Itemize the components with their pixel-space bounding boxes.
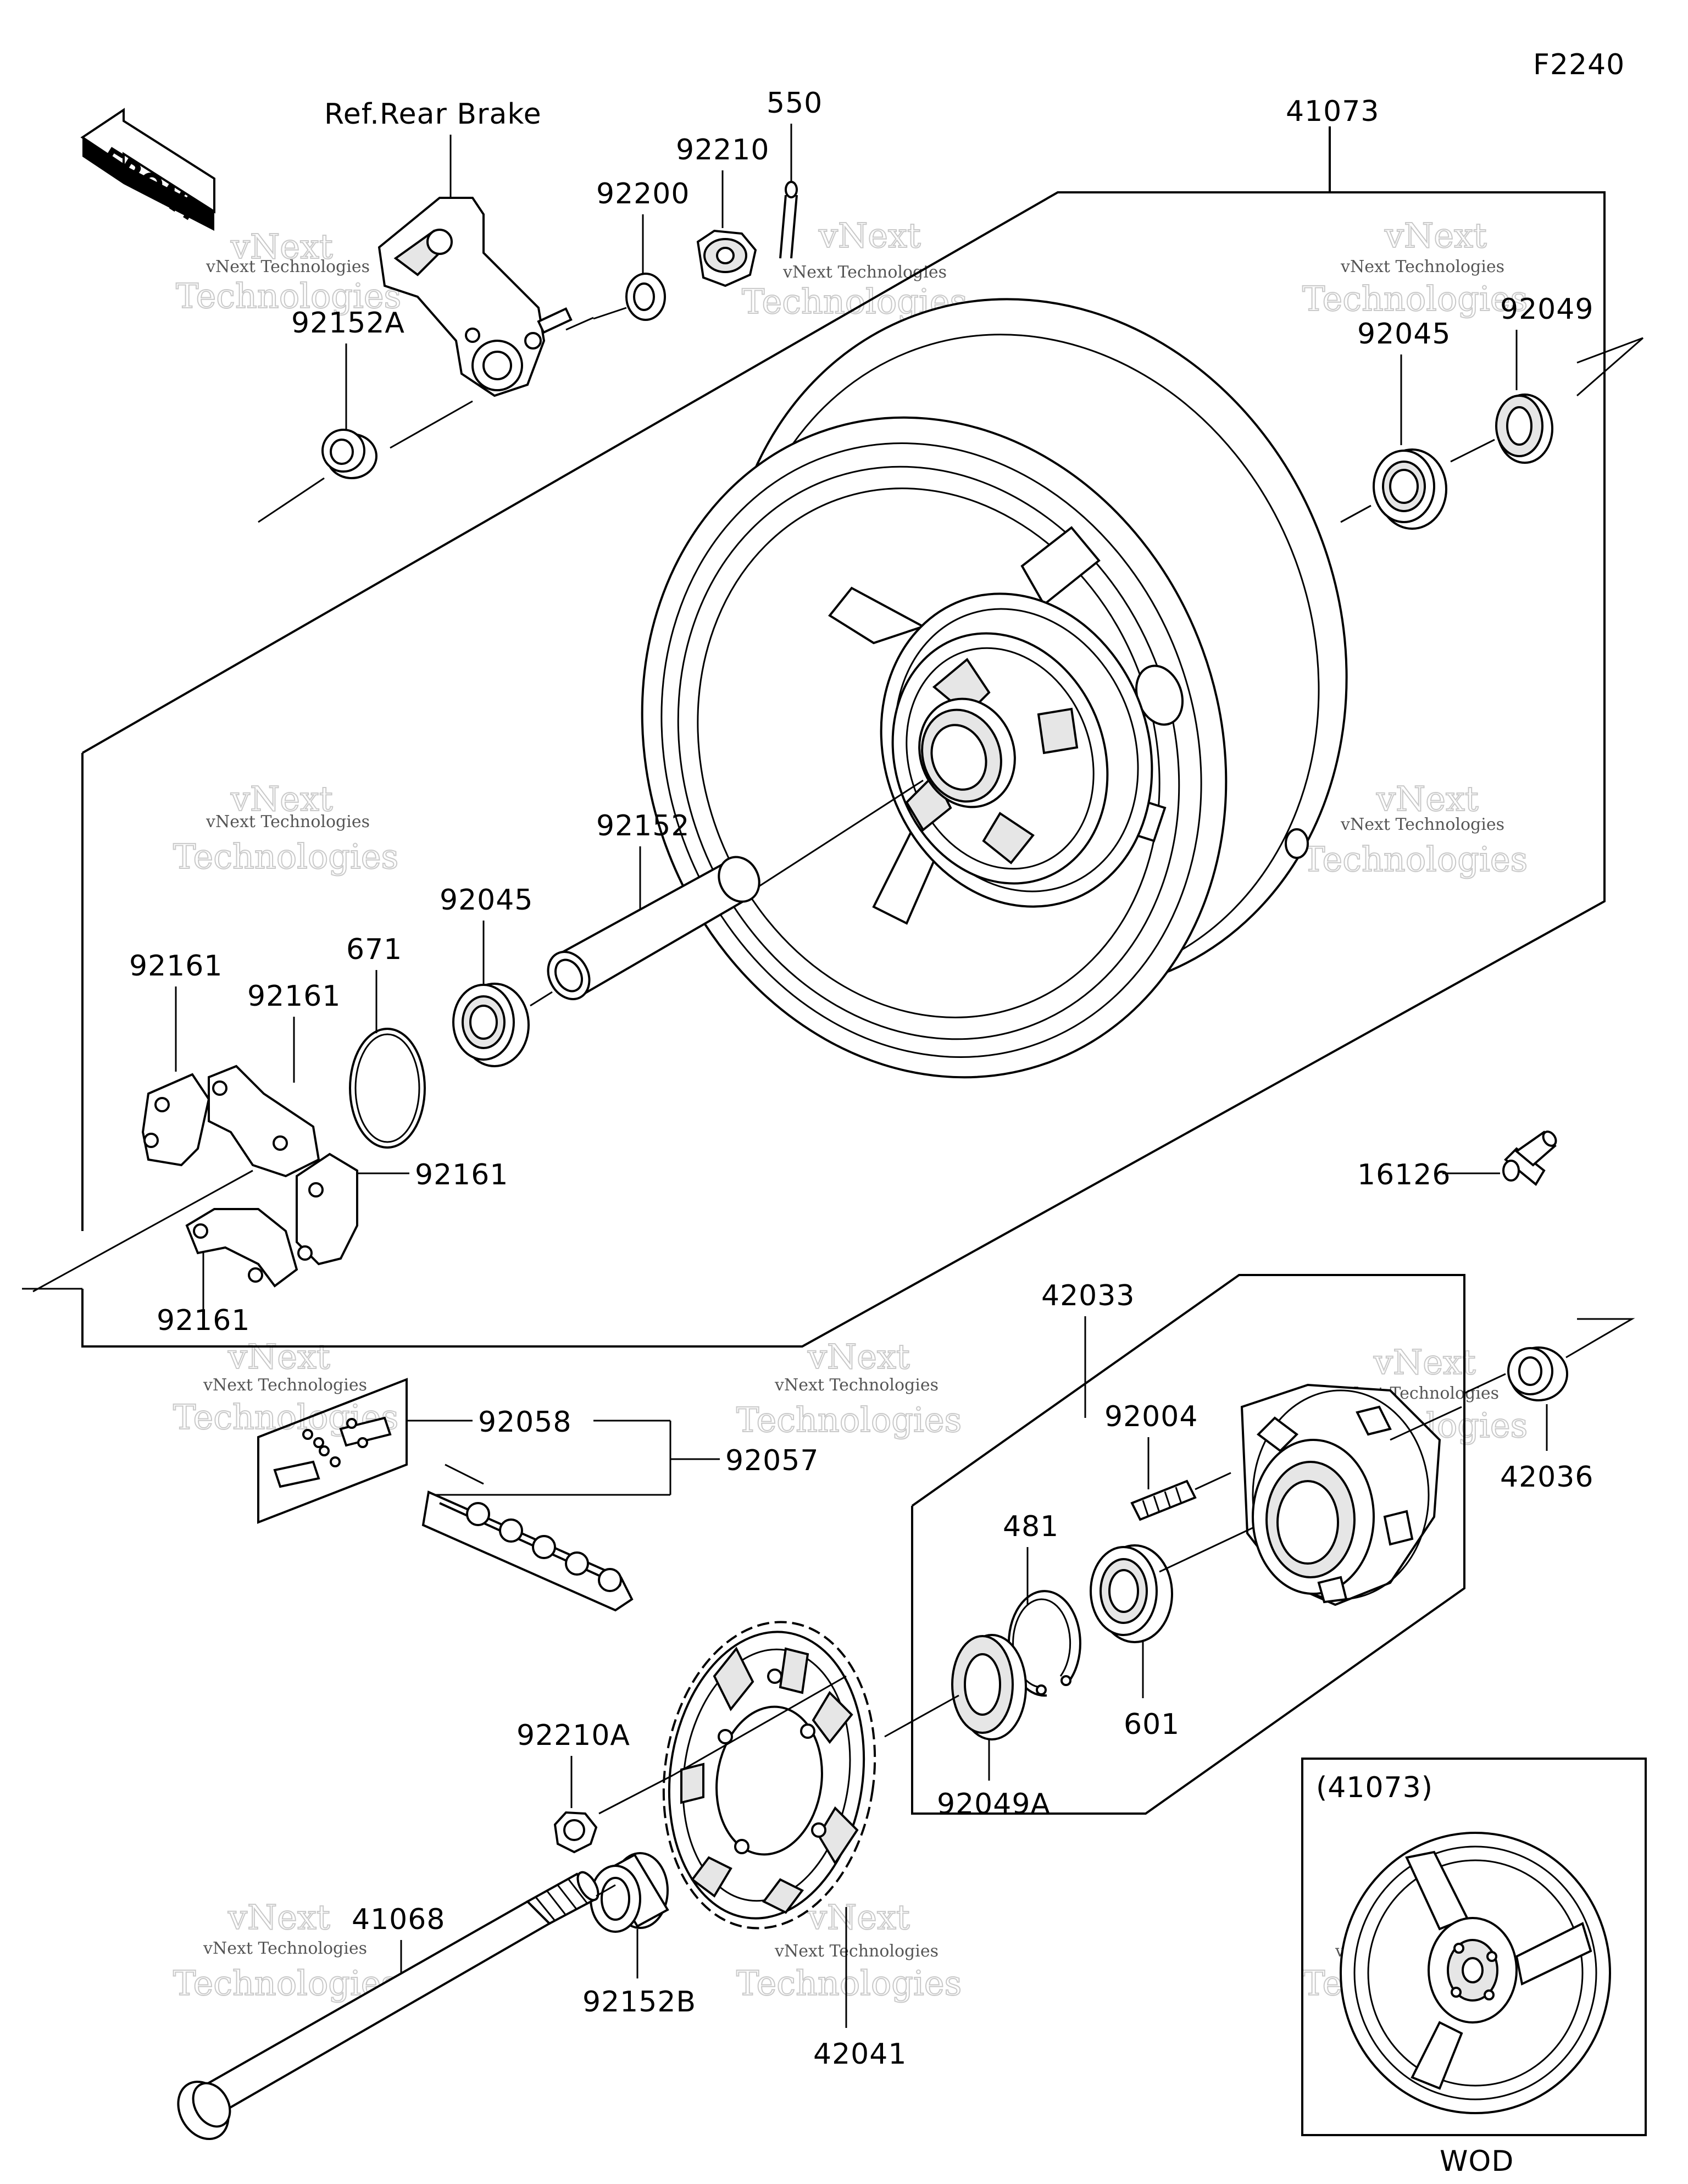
watermark-brand: vNext	[807, 1897, 910, 1937]
watermark-word: Technologies	[1302, 279, 1528, 319]
seal-92049: 92049	[1450, 293, 1643, 464]
label-92161-a: 92161	[129, 950, 223, 983]
watermark-company: vNext Technologies	[203, 1376, 367, 1395]
valve-16126: 16126	[1357, 1130, 1557, 1191]
label-92200: 92200	[596, 178, 690, 210]
watermark-brand: vNext	[230, 779, 333, 819]
label-92049: 92049	[1500, 293, 1593, 326]
watermark-company: vNext Technologies	[203, 1939, 367, 1958]
watermark-company: vNext Technologies	[1340, 257, 1504, 276]
watermark-brand: vNext	[1376, 779, 1479, 819]
watermark-brand: vNext	[1373, 1342, 1476, 1382]
watermark-word: Technologies	[176, 276, 401, 316]
watermark-3: vNext vNext Technologies Technologies	[1302, 215, 1528, 319]
chain-92057: 92057	[421, 1421, 819, 1612]
label-92152a: 92152A	[291, 307, 405, 340]
hub-assembly-frame: 42033	[911, 1274, 1465, 1815]
inset-wod: (41073) WOD	[1301, 1758, 1647, 2178]
label-92049a: 92049A	[937, 1788, 1051, 1821]
watermark-word: Technologies	[173, 836, 398, 877]
inset-title: (41073)	[1316, 1771, 1433, 1804]
bearing-601: 601	[1090, 1527, 1253, 1741]
label-92152: 92152	[596, 810, 690, 842]
ref-rear-brake-label: Ref.Rear Brake	[324, 98, 542, 131]
watermark-word: Technologies	[1302, 839, 1528, 879]
washer-92200: 92200	[593, 178, 690, 321]
watermark-brand: vNext	[818, 215, 921, 256]
watermark-word: Technologies	[736, 1963, 962, 2003]
label-92045-top: 92045	[1357, 318, 1451, 351]
collar-92152a: 92152A	[258, 307, 473, 523]
wheel-assembly-frame	[81, 126, 1606, 1348]
watermark-company: vNext Technologies	[1340, 815, 1504, 834]
seal-92049a: 92049A	[884, 1634, 1051, 1821]
watermark-company: vNext Technologies	[206, 257, 370, 276]
collar-42036: 42036	[1500, 1318, 1635, 1494]
watermark-brand: vNext	[807, 1337, 910, 1377]
label-42033: 42033	[1041, 1279, 1135, 1312]
label-92210: 92210	[676, 134, 769, 167]
watermark-1: vNext vNext Technologies Technologies	[175, 226, 402, 317]
label-92161-b: 92161	[247, 980, 341, 1013]
watermark-company: vNext Technologies	[206, 812, 370, 832]
rear-brake-bracket: Ref.Rear Brake	[324, 98, 594, 397]
label-671: 671	[346, 933, 402, 966]
watermark-8: vNext vNext Technologies Technologies	[736, 1336, 962, 1440]
watermark-6: vNext vNext Technologies Technologies	[1302, 778, 1528, 880]
label-42041: 42041	[813, 2038, 907, 2071]
label-41073: 41073	[1286, 95, 1379, 128]
collar-92152b: 92152B	[582, 1852, 696, 2019]
label-92004: 92004	[1104, 1400, 1198, 1433]
sprocket-42041: 42041	[662, 1621, 907, 2071]
watermark-brand: vNext	[230, 226, 333, 267]
watermark-2: vNext vNext Technologies Technologies	[741, 215, 968, 322]
label-92152b: 92152B	[582, 1986, 696, 2019]
watermark-word: Technologies	[736, 1400, 962, 1440]
watermark-brand: vNext	[227, 1897, 330, 1937]
bearing-92045-mid: 92045	[440, 884, 553, 1067]
label-92210a: 92210A	[517, 1719, 630, 1752]
label-92045-mid: 92045	[440, 884, 533, 917]
rear-wheel	[641, 298, 1348, 1079]
chain-link-92058: 92058	[257, 1378, 670, 1524]
label-41068: 41068	[352, 1903, 445, 1936]
label-601: 601	[1124, 1708, 1180, 1741]
label-92057: 92057	[725, 1444, 819, 1477]
watermark-company: vNext Technologies	[774, 1376, 939, 1395]
watermark-brand: vNext	[1384, 215, 1487, 256]
watermark-company: vNext Technologies	[782, 263, 947, 282]
front-arrow-icon: FRONT	[80, 108, 215, 231]
hub-flange	[1240, 1373, 1506, 1606]
bearing-92045-top: 92045	[1340, 318, 1451, 530]
stud-92004: 92004	[1104, 1400, 1231, 1521]
figure-code: F2240	[1533, 48, 1625, 81]
label-42036: 42036	[1500, 1461, 1593, 1494]
watermark-11: vNext vNext Technologies Technologies	[736, 1897, 962, 2004]
watermark-7: vNext vNext Technologies Technologies	[173, 1336, 399, 1438]
o-ring-671: 671	[346, 933, 426, 1149]
nut-92210a: 92210A	[517, 1719, 674, 1854]
label-550: 550	[767, 87, 823, 120]
label-16126: 16126	[1357, 1158, 1451, 1191]
damper-92161-top: 92161 92161	[129, 950, 341, 1178]
label-92058: 92058	[478, 1406, 571, 1439]
label-481: 481	[1003, 1510, 1059, 1543]
inset-caption: WOD	[1440, 2145, 1514, 2178]
nut-92210: 92210	[676, 134, 769, 287]
damper-92161-bottom: 92161 92161	[22, 1152, 508, 1337]
cotter-pin-550: 550	[767, 87, 823, 259]
watermark-company: vNext Technologies	[774, 1942, 939, 1961]
label-92161-c: 92161	[415, 1158, 508, 1191]
axle-41068: 41068	[177, 1871, 616, 2141]
watermark-brand: vNext	[227, 1337, 330, 1377]
watermark-4: vNext vNext Technologies Technologies	[173, 778, 399, 877]
collar-92152: 92152	[547, 810, 760, 1000]
